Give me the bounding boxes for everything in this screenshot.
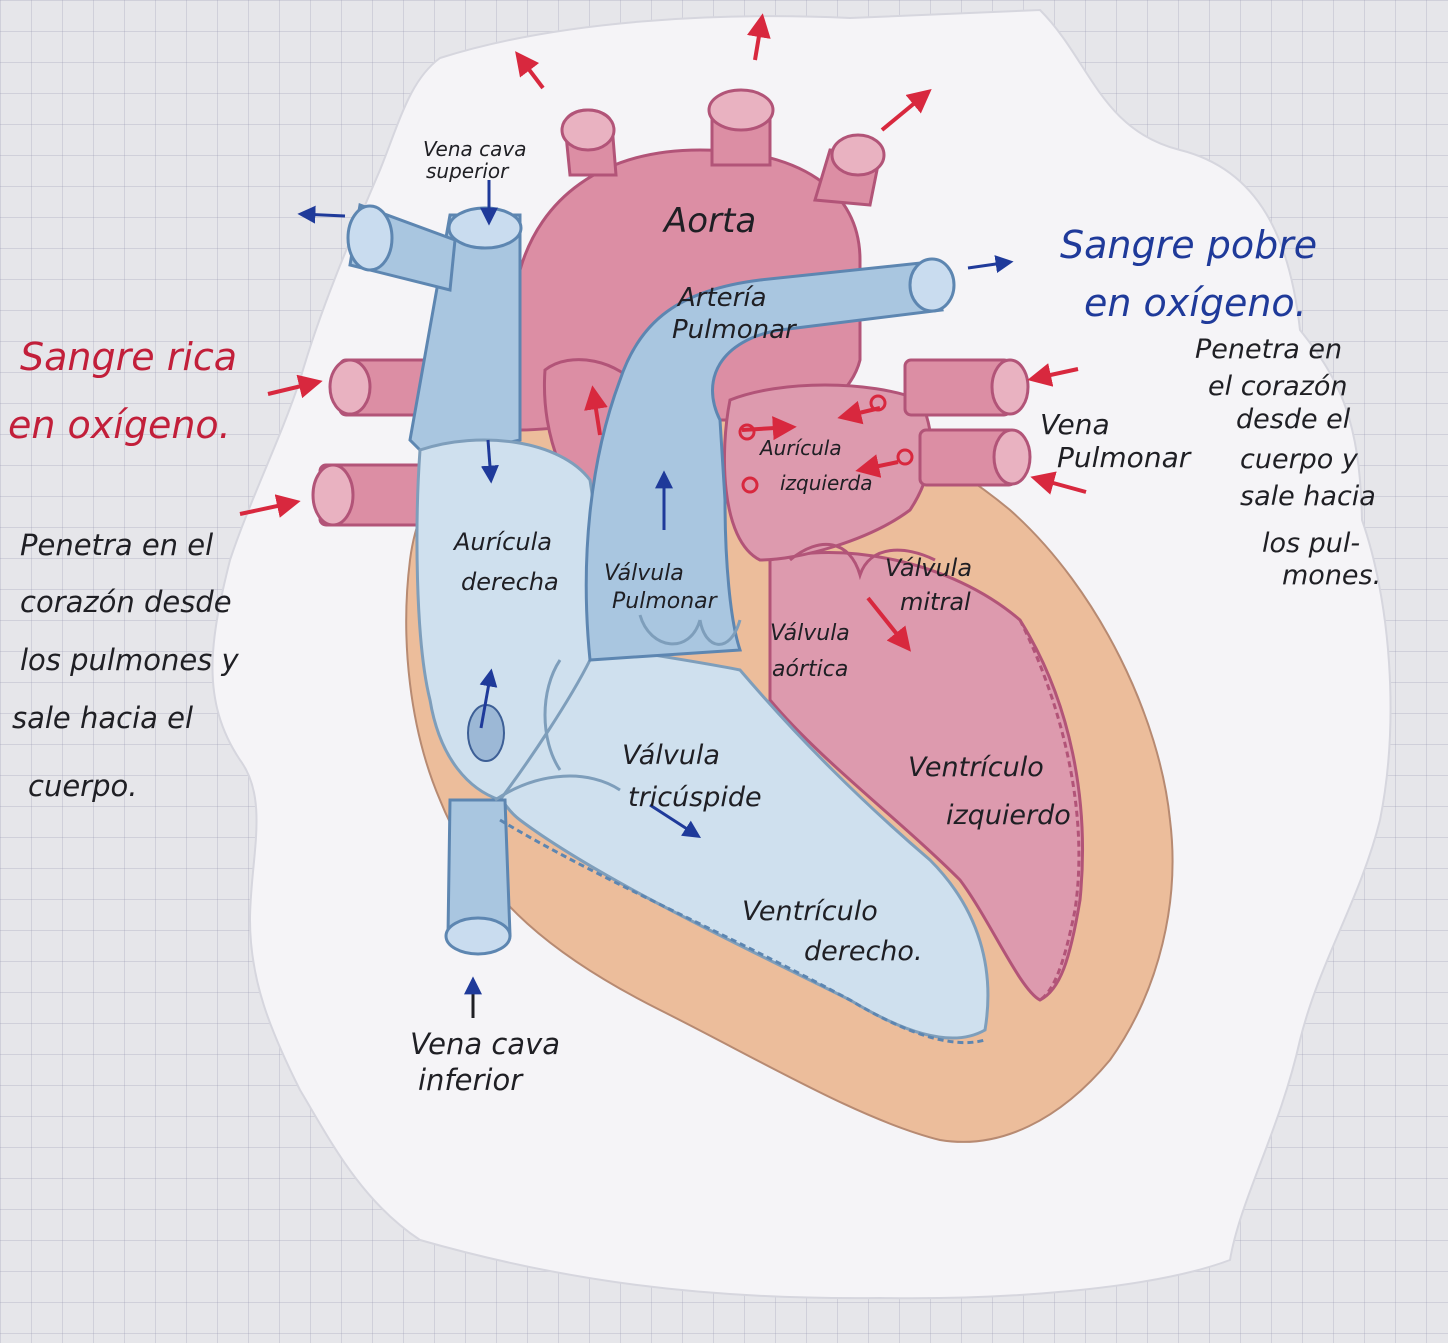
inferior-vena-cava-opening (446, 918, 510, 954)
pulmonary-artery-opening (910, 259, 954, 311)
aorta-branch-3-opening (832, 135, 884, 175)
pulmonary-vein-upper-right-opening (992, 360, 1028, 414)
label-rica-description: Penetra en el corazón desde los pulmones… (12, 528, 248, 803)
vena-cava-branch-opening (348, 206, 392, 270)
coronary-sinus (468, 705, 504, 761)
blue-arrow-branch (301, 214, 345, 216)
superior-vena-cava-opening (449, 208, 521, 248)
aorta-branch-1-opening (562, 110, 614, 150)
pulmonary-vein-lower-right-opening (994, 430, 1030, 484)
label-aorta: Aorta (662, 201, 756, 241)
pulmonary-vein-lower-left-opening (313, 465, 353, 525)
pulmonary-vein-upper-left-opening (330, 360, 370, 414)
aorta-branch-2-opening (709, 90, 773, 130)
label-sangre-rica: Sangre rica en oxígeno. (8, 335, 249, 447)
